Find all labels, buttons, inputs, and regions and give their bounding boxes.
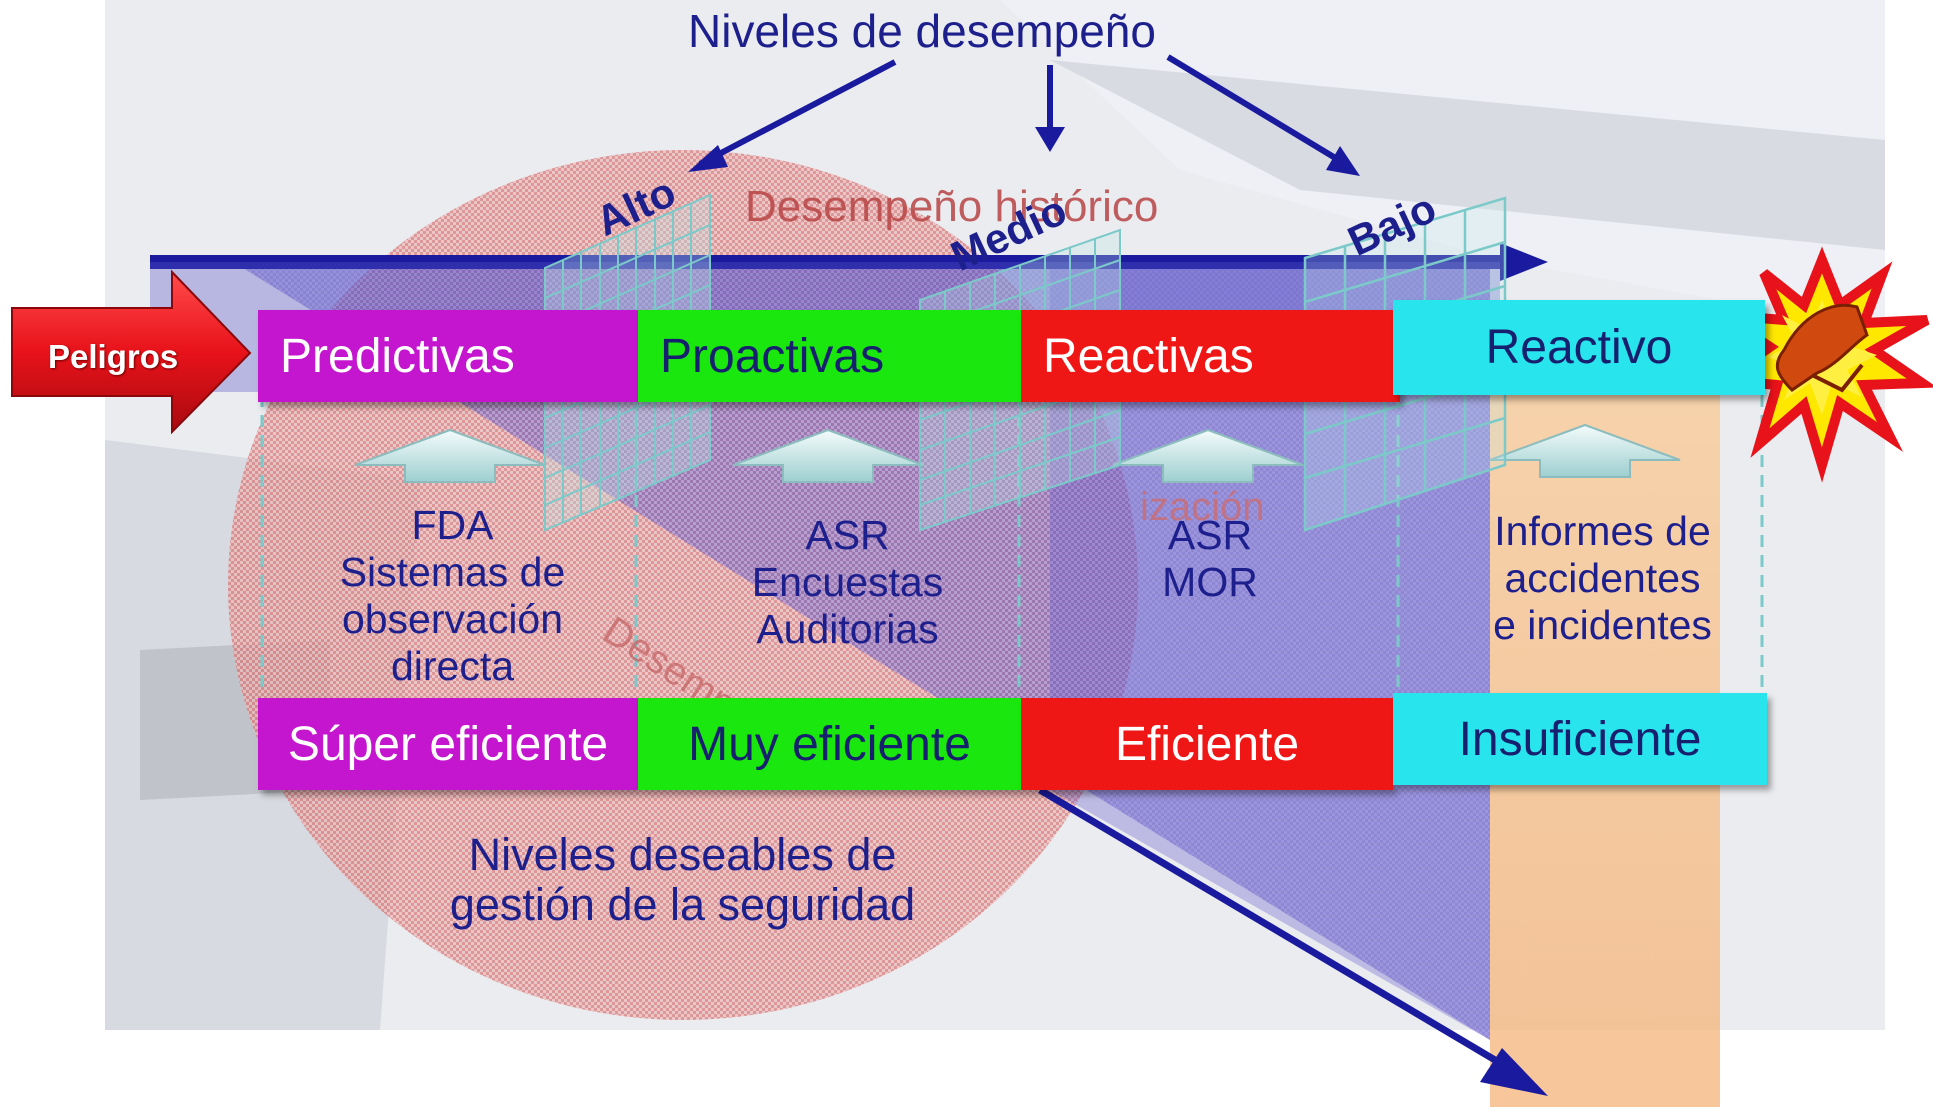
tools-proactive: ASR Encuestas Auditorias (705, 512, 990, 653)
efficiency-label: Insuficiente (1458, 712, 1702, 766)
tool-line: FDA (411, 502, 494, 548)
up-arrow-icon (1112, 428, 1304, 483)
tool-line: ASR (1167, 512, 1253, 558)
strategy-predictive: Predictivas (258, 310, 638, 402)
efficiency-label: Súper eficiente (287, 717, 609, 771)
strategy-reactive-level: Reactivo (1393, 300, 1765, 395)
tool-line: MOR (1162, 559, 1258, 605)
strategy-reactive: Reactivas (1021, 310, 1400, 402)
organization-label: ización (1140, 485, 1265, 529)
tool-line: observación (341, 596, 564, 642)
diagram-title: Niveles de desempeño (688, 5, 1156, 57)
tools-reactive-level: Informes de accidentes e incidentes (1445, 508, 1760, 649)
trajectory-arrow (1038, 786, 1497, 1064)
up-arrow-icon (732, 428, 924, 483)
efficiency-insufficient: Insuficiente (1393, 693, 1767, 785)
efficiency-super: Súper eficiente (258, 698, 638, 790)
up-arrow-icons (354, 423, 1681, 483)
tool-line: ASR (805, 512, 890, 558)
efficiency-efficient: Eficiente (1021, 698, 1393, 790)
tool-line: accidentes (1504, 555, 1701, 601)
up-arrow-icon (1489, 423, 1681, 478)
tools-reactive: ASR MOR (1090, 512, 1330, 606)
tool-line: Informes de (1494, 508, 1711, 554)
up-arrow-icon (354, 428, 546, 483)
efficiency-label: Muy eficiente (688, 717, 971, 771)
tool-line: Sistemas de (339, 549, 566, 595)
hazard-arrow-icon (11, 269, 252, 435)
strategy-label: Reactivo (1485, 321, 1673, 374)
efficiency-label: Eficiente (1114, 717, 1300, 771)
efficiency-very: Muy eficiente (638, 698, 1021, 790)
explosion-icon (1703, 246, 1933, 483)
desirable-levels-label: Niveles deseables de gestión de la segur… (420, 830, 945, 930)
arrow-to-alto (698, 59, 897, 167)
tool-line: Auditorias (756, 606, 939, 652)
strategy-label: Predictivas (280, 329, 515, 383)
arrow-to-bajo (1166, 54, 1344, 165)
timeline-arrow (150, 243, 1548, 281)
tool-line: Encuestas (751, 559, 944, 605)
hazards-label: Peligros (48, 338, 179, 375)
strategy-proactive: Proactivas (638, 310, 1021, 402)
historic-performance-label: Desempeño histórico (745, 182, 1159, 231)
tool-line: directa (390, 643, 515, 689)
tool-line: e incidentes (1493, 602, 1712, 648)
tools-predictive: FDA Sistemas de observación directa (310, 502, 595, 690)
strategy-label: Reactivas (1043, 329, 1254, 383)
desirable-line: gestión de la seguridad (449, 879, 916, 930)
desirable-line: Niveles deseables de (468, 829, 897, 880)
strategy-label: Proactivas (660, 329, 885, 383)
